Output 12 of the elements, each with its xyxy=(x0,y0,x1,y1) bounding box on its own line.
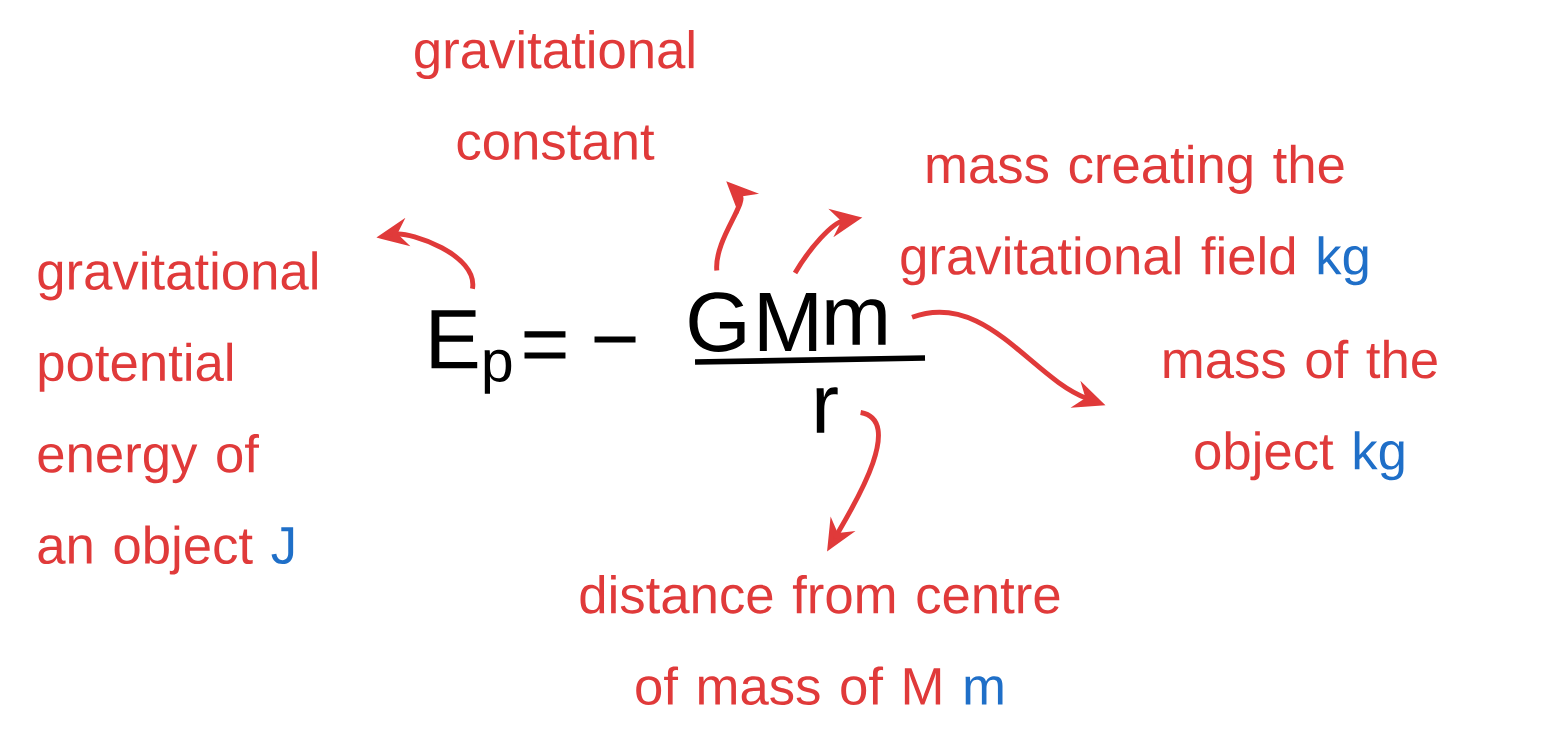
annotation-text: mass of the object kg xyxy=(1164,339,1437,481)
formula-symbol: G xyxy=(689,292,745,352)
formula-symbol: E$_{p}$ xyxy=(431,310,512,394)
formula-sign: = xyxy=(524,331,566,359)
annotation-text: gravitational potential energy of an object J xyxy=(38,251,317,575)
annotation-text: mass creating the gravitational field kg xyxy=(901,144,1368,286)
annotation-text: gravitational constant xyxy=(415,29,694,161)
formula-sign: − xyxy=(594,336,636,343)
formula-symbol: r xyxy=(816,387,838,433)
annotation-text: distance from centre of mass of M m xyxy=(580,575,1060,706)
formula-symbol: m xyxy=(826,299,886,345)
formula-symbol: M xyxy=(759,293,817,352)
